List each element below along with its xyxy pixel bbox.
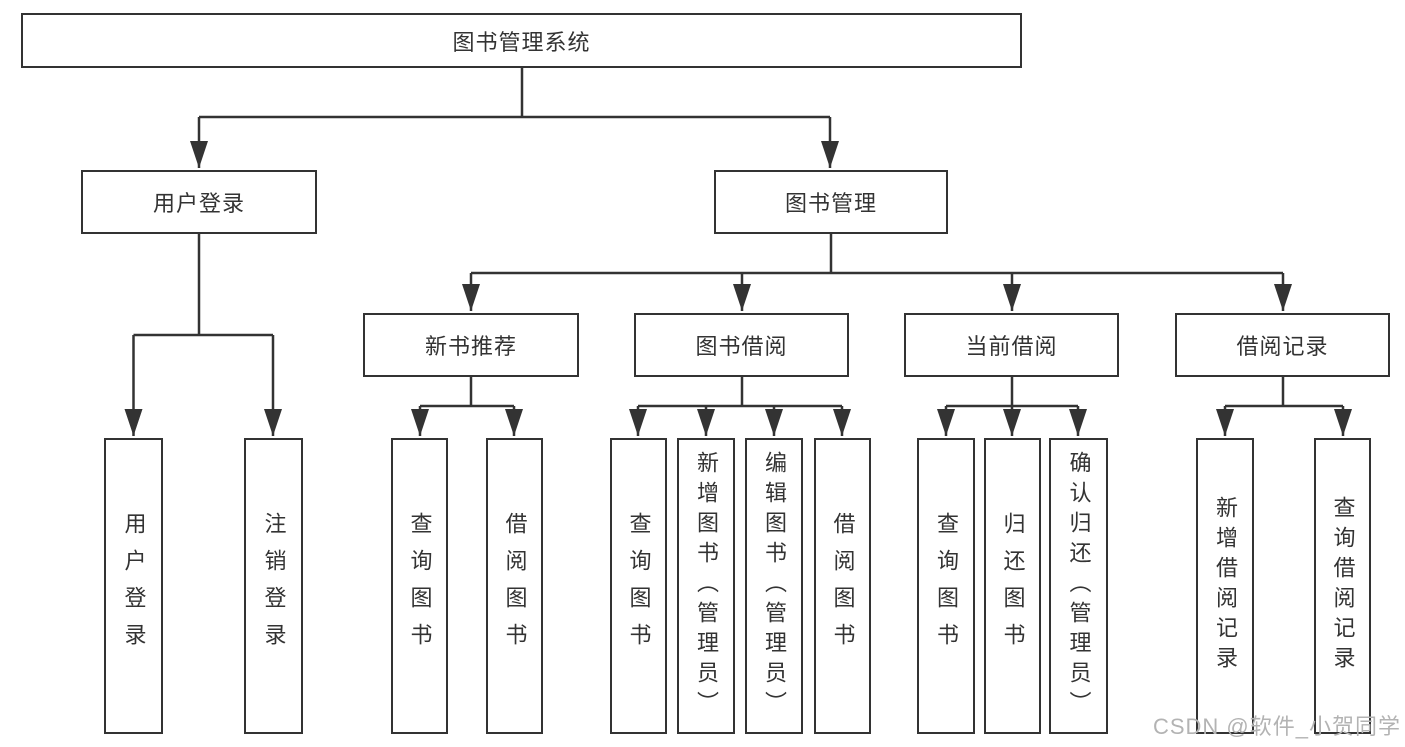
leaf-confirm-return-admin-label: 确认归还（管理员） bbox=[1066, 451, 1092, 721]
leaf-borrow-books-newrec: 借阅图书 bbox=[486, 438, 543, 734]
leaf-confirm-return-admin: 确认归还（管理员） bbox=[1049, 438, 1108, 734]
leaf-borrow-books-borrow-label: 借阅图书 bbox=[830, 512, 856, 660]
watermark: CSDN @软件_小贺同学 bbox=[1152, 714, 1401, 739]
leaf-query-books-current: 查询图书 bbox=[917, 438, 975, 734]
leaf-borrow-books-borrow: 借阅图书 bbox=[814, 438, 871, 734]
leaf-add-books-admin-label: 新增图书（管理员） bbox=[694, 451, 719, 721]
node-book-management: 图书管理 bbox=[714, 170, 948, 234]
leaf-add-borrow-record: 新增借阅记录 bbox=[1196, 438, 1254, 734]
leaf-borrow-books-newrec-label: 借阅图书 bbox=[502, 512, 528, 660]
leaf-query-borrow-record: 查询借阅记录 bbox=[1314, 438, 1371, 734]
leaf-query-books-newrec-label: 查询图书 bbox=[407, 512, 433, 660]
leaf-user-login-label: 用户登录 bbox=[121, 512, 147, 660]
leaf-add-books-admin: 新增图书（管理员） bbox=[677, 438, 735, 734]
leaf-query-books-newrec: 查询图书 bbox=[391, 438, 448, 734]
node-root: 图书管理系统 bbox=[21, 13, 1022, 68]
leaf-logout-login: 注销登录 bbox=[244, 438, 303, 734]
connector-lines bbox=[133, 68, 1343, 408]
leaf-edit-books-admin-label: 编辑图书（管理员） bbox=[762, 451, 787, 721]
connector-arrows bbox=[124, 117, 1352, 436]
leaf-return-books: 归还图书 bbox=[984, 438, 1041, 734]
node-book-borrowing: 图书借阅 bbox=[634, 313, 849, 377]
leaf-add-borrow-record-label: 新增借阅记录 bbox=[1213, 496, 1238, 676]
leaf-logout-login-label: 注销登录 bbox=[261, 512, 287, 660]
leaf-query-books-borrow: 查询图书 bbox=[610, 438, 667, 734]
node-user-login: 用户登录 bbox=[81, 170, 317, 234]
leaf-query-books-borrow-label: 查询图书 bbox=[626, 512, 652, 660]
node-new-book-recommend: 新书推荐 bbox=[363, 313, 579, 377]
node-current-borrowing: 当前借阅 bbox=[904, 313, 1119, 377]
leaf-edit-books-admin: 编辑图书（管理员） bbox=[745, 438, 803, 734]
leaf-query-books-current-label: 查询图书 bbox=[934, 512, 959, 660]
leaf-return-books-label: 归还图书 bbox=[1000, 512, 1026, 660]
node-borrow-records: 借阅记录 bbox=[1175, 313, 1390, 377]
leaf-user-login: 用户登录 bbox=[104, 438, 163, 734]
leaf-query-borrow-record-label: 查询借阅记录 bbox=[1330, 496, 1356, 676]
